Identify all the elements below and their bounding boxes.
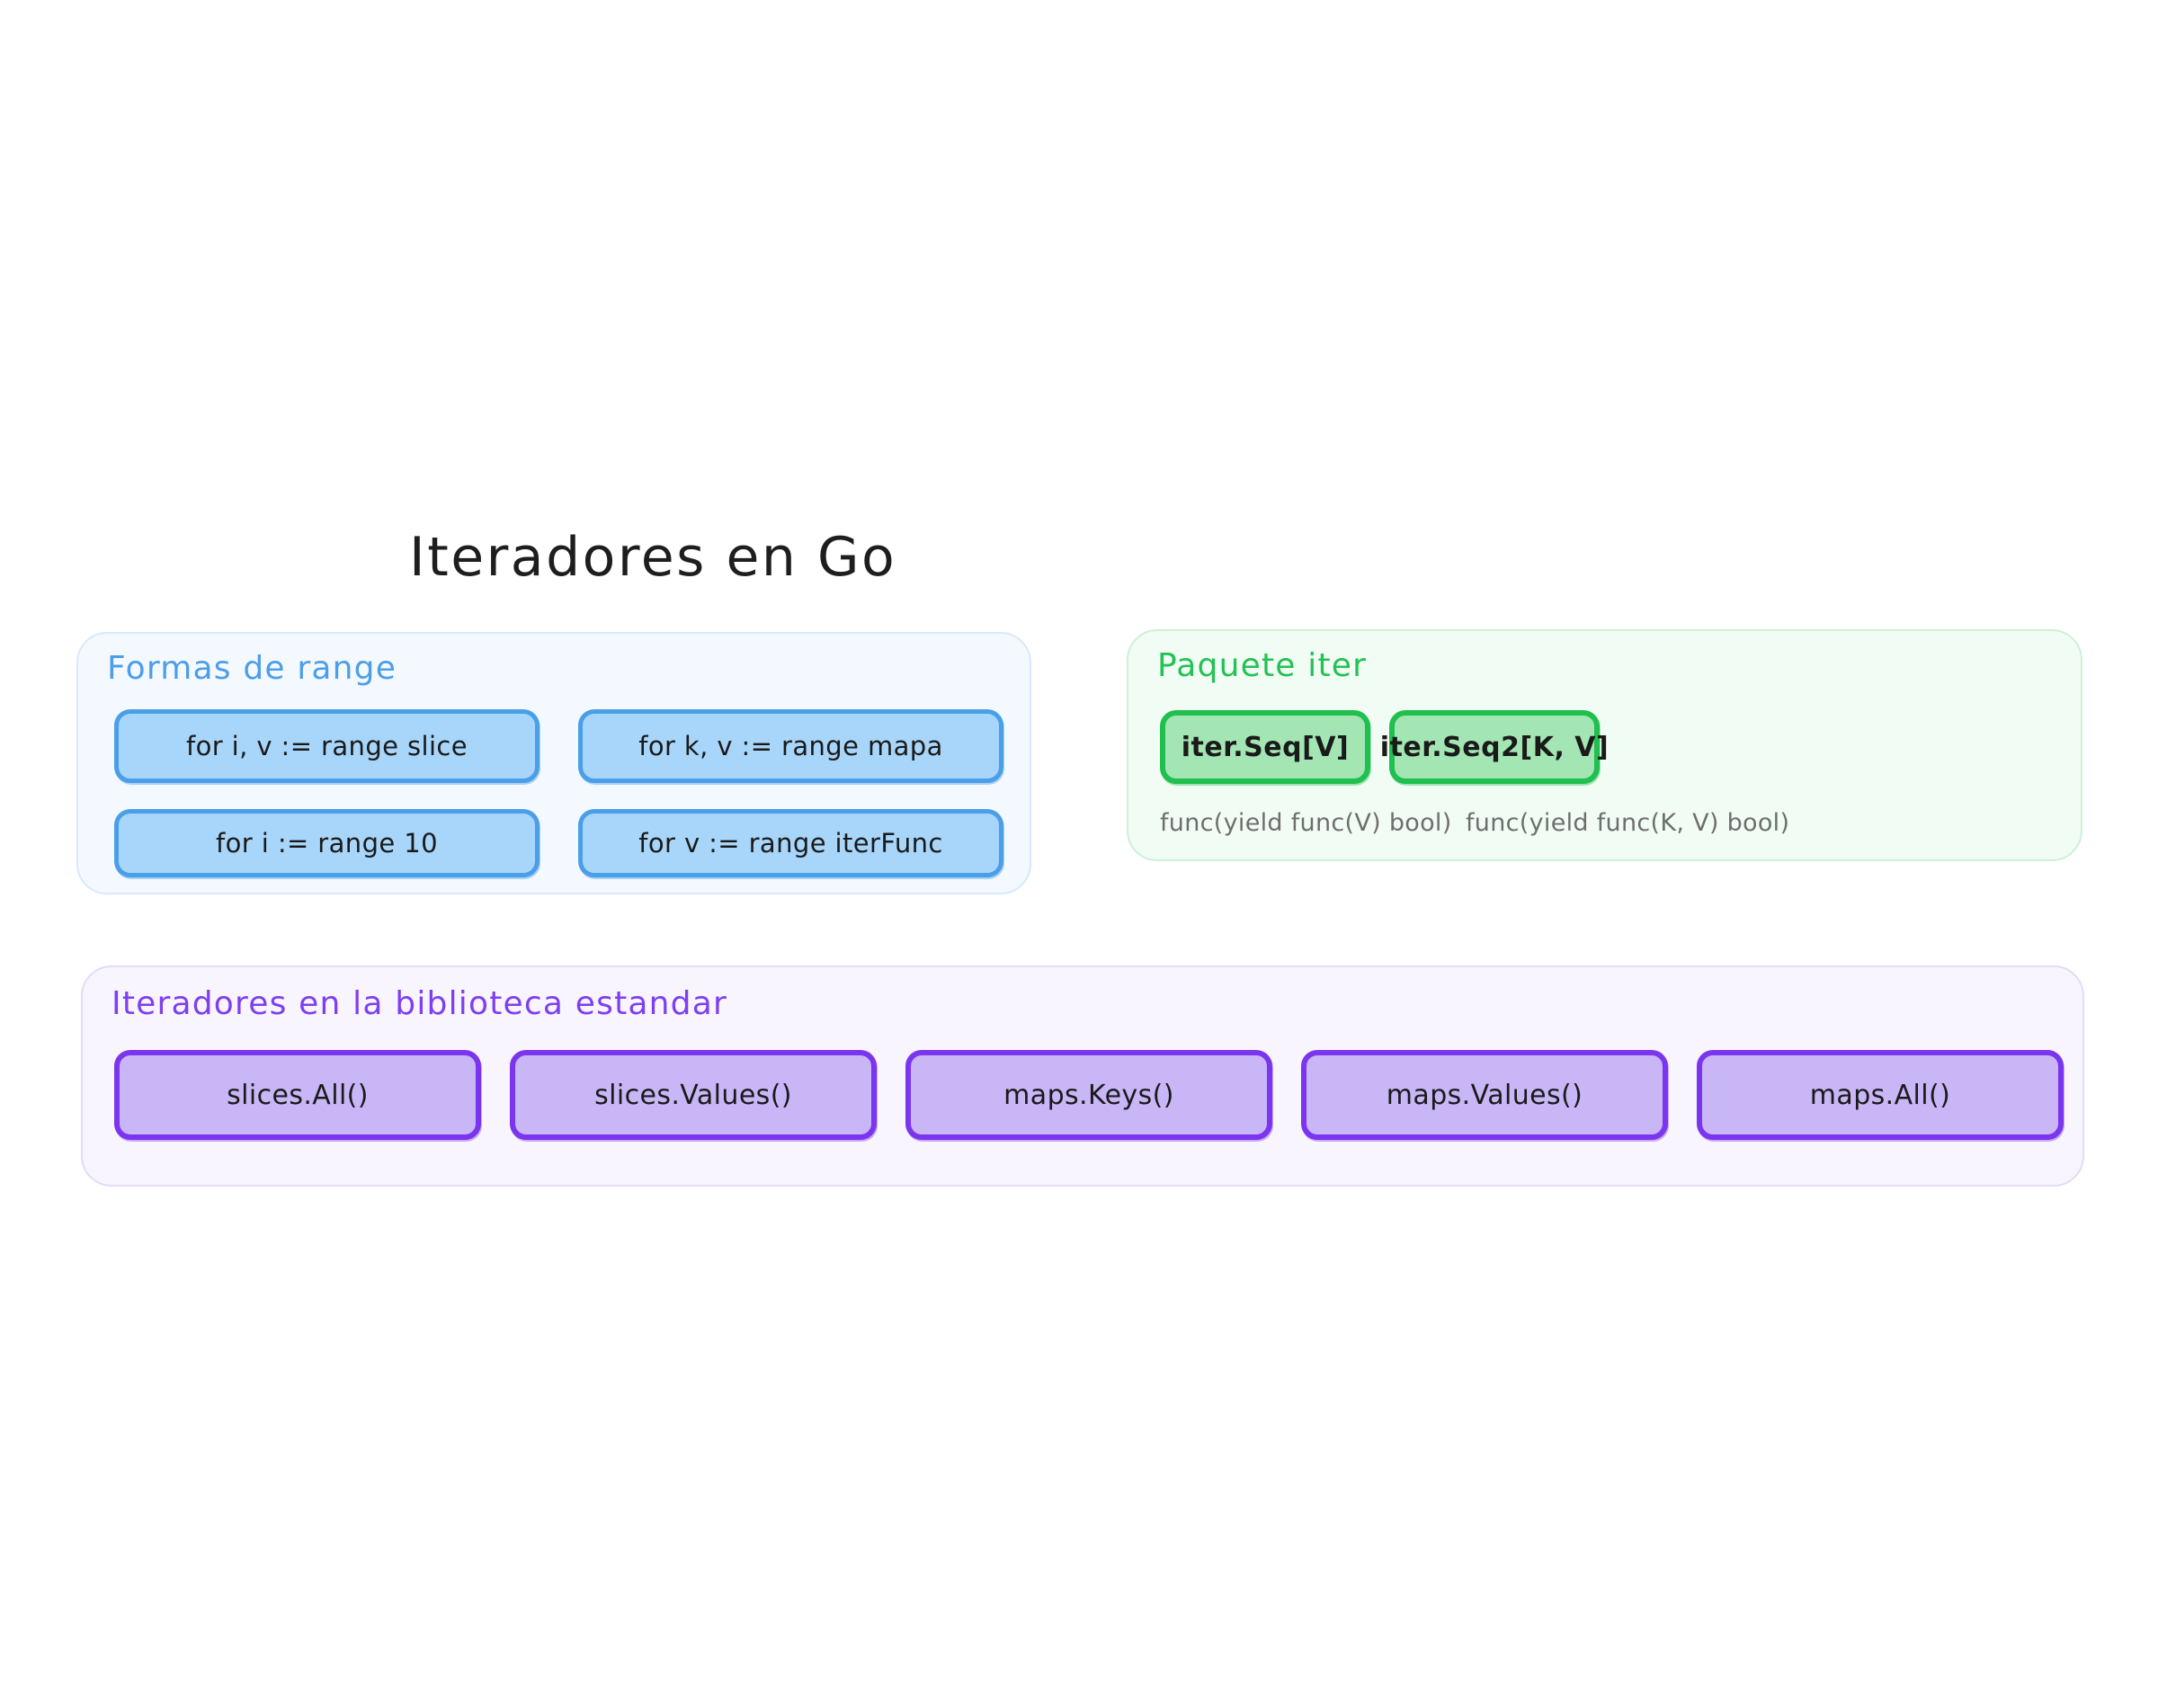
page-title: Iteradores en Go [409,526,897,589]
node-for-i-range-10[interactable]: for i := range 10 [114,809,540,877]
node-for-i-v-range-slice[interactable]: for i, v := range slice [114,709,540,783]
group-label-paquete-iter: Paquete iter [1157,647,1368,684]
node-slices-values[interactable]: slices.Values() [510,1050,877,1140]
node-iter-seq2[interactable]: iter.Seq2[K, V] [1380,710,1609,784]
caption-iter-seq2: func(yield func(K, V) bool) [1466,809,1790,837]
node-maps-keys[interactable]: maps.Keys() [905,1050,1272,1140]
node-maps-values[interactable]: maps.Values() [1301,1050,1668,1140]
group-iteradores-biblioteca-estandar: Iteradores en la biblioteca estandar sli… [81,965,2084,1187]
node-slices-all[interactable]: slices.All() [114,1050,481,1140]
group-formas-de-range: Formas de range for i, v := range slice … [76,632,1031,894]
node-iter-seq[interactable]: iter.Seq[V] [1160,710,1370,784]
node-maps-all[interactable]: maps.All() [1697,1050,2064,1140]
group-label-formas-de-range: Formas de range [107,650,397,687]
caption-iter-seq: func(yield func(V) bool) [1160,809,1452,837]
node-for-v-range-iterfunc[interactable]: for v := range iterFunc [578,809,1003,877]
group-label-biblioteca-estandar: Iteradores en la biblioteca estandar [111,985,727,1022]
group-paquete-iter: Paquete iter iter.Seq[V] iter.Seq2[K, V]… [1127,629,2082,861]
node-for-k-v-range-mapa[interactable]: for k, v := range mapa [578,709,1003,783]
